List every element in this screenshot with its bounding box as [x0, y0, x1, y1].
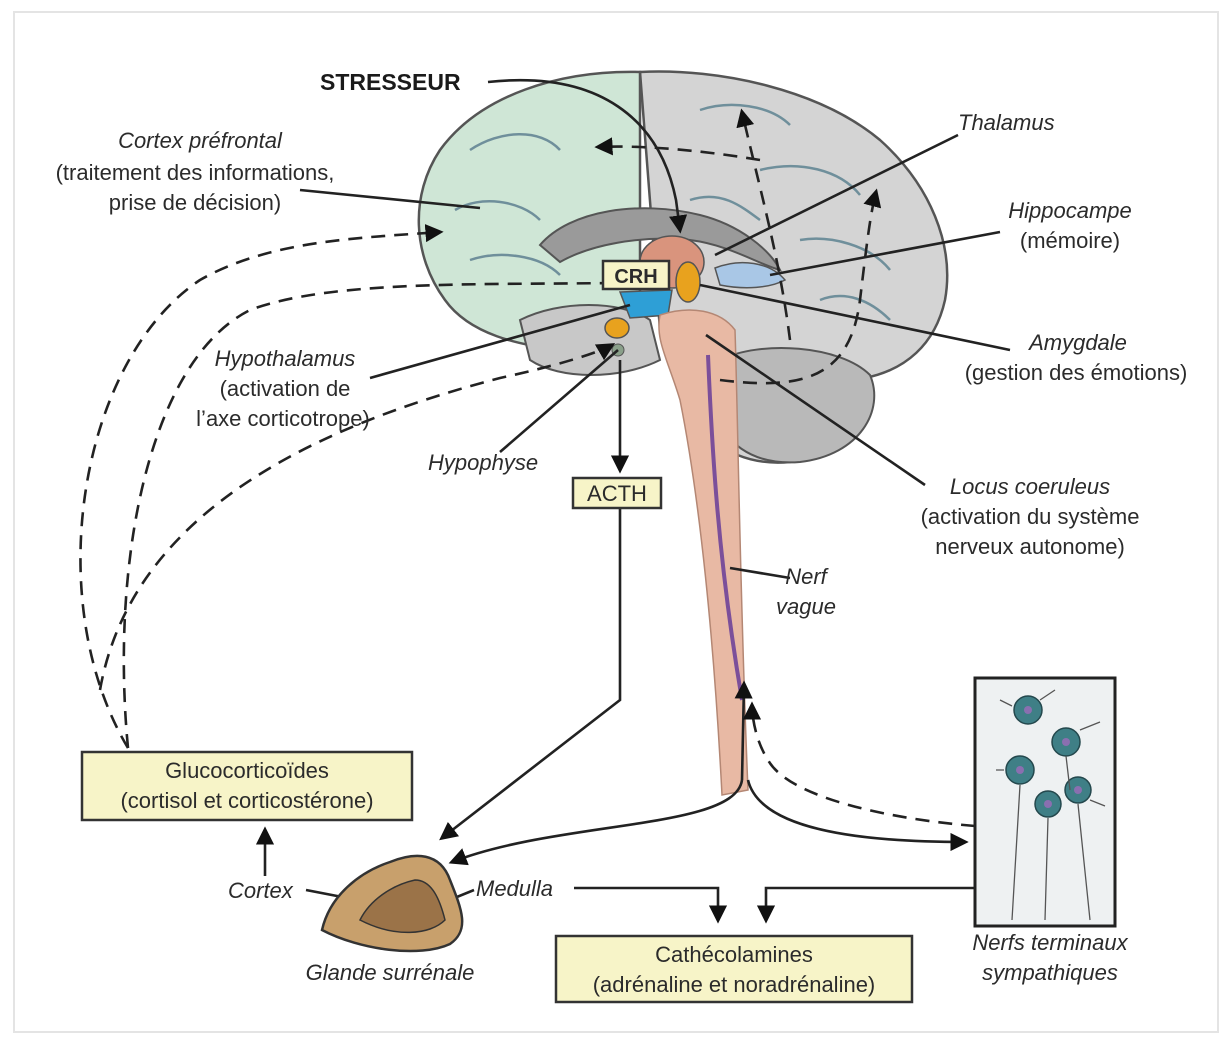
acth-label: ACTH	[587, 481, 647, 506]
catech-title: Cathécolamines	[655, 942, 813, 967]
stresseur-label: STRESSEUR	[320, 69, 461, 95]
hypothalamus-label: Hypothalamus	[215, 346, 356, 371]
pituitary	[605, 318, 629, 338]
medulla-label: Medulla	[476, 876, 553, 901]
vagus-label2: vague	[776, 594, 836, 619]
nerfs-term-label2: sympathiques	[982, 960, 1118, 985]
hypophyse-label: Hypophyse	[428, 450, 538, 475]
locus-desc2: nerveux autonome)	[935, 534, 1125, 559]
hypothalamus-desc2: l’axe corticotrope)	[196, 406, 370, 431]
gluco-desc: (cortisol et corticostérone)	[120, 788, 373, 813]
locus-desc1: (activation du système	[921, 504, 1140, 529]
amygdala	[676, 262, 700, 302]
glande-label: Glande surrénale	[306, 960, 475, 985]
vagus-label1: Nerf	[785, 564, 829, 589]
thalamus-label: Thalamus	[958, 110, 1055, 135]
hippocampe-label: Hippocampe	[1008, 198, 1132, 223]
amygdale-label: Amygdale	[1027, 330, 1127, 355]
hippocampe-desc: (mémoire)	[1020, 228, 1120, 253]
cortex-label: Cortex	[228, 878, 294, 903]
catech-desc: (adrénaline et noradrénaline)	[593, 972, 876, 997]
prefrontal-desc1: (traitement des informations,	[56, 160, 335, 185]
gluco-title: Glucocorticoïdes	[165, 758, 329, 783]
amygdale-desc: (gestion des émotions)	[965, 360, 1188, 385]
prefrontal-desc2: prise de décision)	[109, 190, 281, 215]
prefrontal-title: Cortex préfrontal	[118, 128, 283, 153]
locus-label: Locus coeruleus	[950, 474, 1110, 499]
nerfs-term-label1: Nerfs terminaux	[972, 930, 1128, 955]
crh-label: CRH	[614, 266, 657, 288]
sympathetic-nerves-panel	[975, 678, 1115, 926]
hypothalamus-desc1: (activation de	[220, 376, 351, 401]
